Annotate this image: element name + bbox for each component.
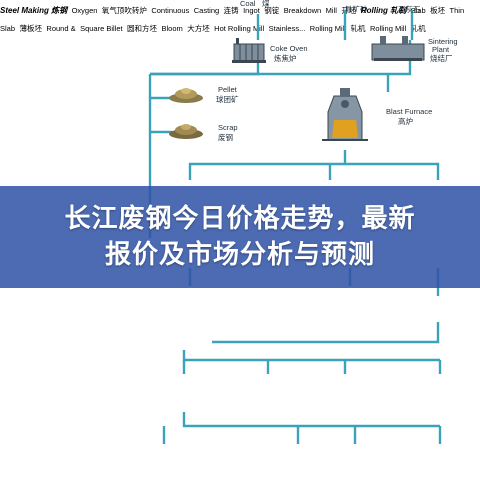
coke-oven-icon xyxy=(232,38,266,63)
breakdown-mill-label-cn: 开坯 xyxy=(341,6,357,15)
continuous-casting-label-cn: 连铸 xyxy=(223,6,239,15)
rolling-mill-2-icon: Rolling Mill 轧机 xyxy=(370,18,426,35)
steel-making-tag-bg: Steel Making 炼钢 Oxygen 氧气顶吹转炉 Continuous… xyxy=(0,0,480,288)
hot-rolling-mill-icon: Hot Rolling Mill xyxy=(214,18,268,35)
rolling-mill-2-label-cn: 轧机 xyxy=(410,24,426,33)
iron-ore-node: 铁矿砂 xyxy=(345,4,368,14)
billet-label-1: Round & xyxy=(46,24,76,33)
oxygen-furnace-label: Oxygen xyxy=(71,6,98,15)
coke-oven-node: Coke Oven 炼焦炉 xyxy=(232,38,308,63)
steel-making-tag: Steel Making 炼钢 xyxy=(0,6,68,15)
breakdown-mill-label-1: Breakdown xyxy=(283,6,322,15)
ingot-label: Ingot xyxy=(243,6,260,15)
rolling-mill-1-node: Rolling Mill 轧机 xyxy=(310,18,370,35)
limestone-label: 石灰石 xyxy=(398,4,421,14)
billet-label-cn: 圆和方坯 xyxy=(127,24,158,33)
thin-slab-label: Thin Slab xyxy=(0,6,465,33)
coke-oven-label: Coke Oven xyxy=(270,44,308,53)
coal-node: Coal 煤 xyxy=(240,0,270,8)
stainless-mill-icon: Stainless... xyxy=(269,18,310,35)
blast-furnace-icon xyxy=(322,88,368,141)
breakdown-mill-node: Breakdown Mill 开坯 xyxy=(284,0,361,17)
scrap-node: Scrap 废钢 xyxy=(169,123,238,142)
slab-node: Slab 板坯 xyxy=(411,0,450,17)
hot-rolling-mill-node: Hot Rolling Mill xyxy=(214,18,268,35)
coal-label: Coal xyxy=(240,0,256,8)
coke-oven-label-cn: 炼焦炉 xyxy=(274,53,297,63)
bloom-node: Bloom 大方坯 xyxy=(162,18,215,35)
continuous-casting-node: Continuous Casting 连铸 xyxy=(151,0,243,17)
sintering-label-2: Plant xyxy=(432,45,450,54)
coal-label-cn: 煤 xyxy=(262,0,270,8)
bloom-label-cn: 大方坯 xyxy=(187,24,210,33)
scrap-label: Scrap xyxy=(218,123,238,132)
iron-ore-label: 铁矿砂 xyxy=(345,4,368,14)
blast-furnace-label-cn: 高炉 xyxy=(398,116,413,126)
continuous-casting-label-2: Casting xyxy=(193,6,220,15)
sintering-label-cn: 烧结厂 xyxy=(430,53,453,63)
slab-label: Slab xyxy=(410,6,426,15)
headline-line-2: 报价及市场分析与预测 xyxy=(104,240,375,270)
sintering-label-1: Sintering xyxy=(428,37,458,46)
blast-furnace-label: Blast Furnace xyxy=(386,107,432,116)
thin-slab-node: Thin Slab 薄板坯 xyxy=(0,0,464,35)
pellet-label-cn: 球团矿 xyxy=(216,94,239,104)
billet-label-2: Square Billet xyxy=(80,24,123,33)
pellet-pile-icon xyxy=(169,88,203,103)
limestone-node: 石灰石 xyxy=(398,4,421,14)
ingot-label-cn: 钢锭 xyxy=(264,6,280,15)
billet-node: Round & Square Billet 圆和方坯 xyxy=(46,18,161,35)
rolling-mill-1-icon: Rolling Mill 轧机 xyxy=(310,18,370,35)
pellet-node: Pellet 球团矿 xyxy=(169,85,239,104)
breakdown-mill-label-2: Mill xyxy=(325,6,337,15)
headline-banner: 长江废钢今日价格走势，最新 报价及市场分析与预测 xyxy=(0,186,480,288)
headline-line-1: 长江废钢今日价格走势，最新 xyxy=(64,204,416,234)
rolling-mill-1-label: Rolling Mill xyxy=(309,24,347,33)
scrap-label-cn: 废钢 xyxy=(218,132,233,142)
thin-slab-label-cn: 薄板坯 xyxy=(19,24,42,33)
stainless-label: Stainless... xyxy=(268,24,306,33)
rolling-mill-1-label-cn: 轧机 xyxy=(350,24,366,33)
oxygen-furnace-label-cn: 氧气顶吹转炉 xyxy=(101,6,147,15)
rolling-mill-2-node: Rolling Mill 轧机 xyxy=(370,18,426,35)
ingot-node: Ingot 钢锭 xyxy=(243,0,284,17)
rolling-tag-bg: Rolling 轧制 Slab 板坯 Thin Slab 薄板坯 Round &… xyxy=(0,0,480,288)
blast-furnace-node: Blast Furnace 高炉 xyxy=(322,88,432,141)
scrap-pile-icon xyxy=(169,124,203,139)
ingot-icon: Ingot 钢锭 xyxy=(243,0,284,17)
continuous-casting-label-1: Continuous xyxy=(151,6,190,15)
slab-label-cn: 板坯 xyxy=(430,6,446,15)
rolling-tag: Rolling 轧制 xyxy=(360,6,407,15)
sintering-plant-icon xyxy=(371,36,425,61)
sintering-plant-node: Sintering Plant 烧结厂 xyxy=(371,36,458,63)
hot-rolling-mill-label: Hot Rolling Mill xyxy=(214,24,265,33)
bloom-label: Bloom xyxy=(161,24,183,33)
pellet-label: Pellet xyxy=(218,85,238,94)
rolling-mill-2-label: Rolling Mill xyxy=(369,24,407,33)
stainless-node: Stainless... xyxy=(269,18,310,35)
